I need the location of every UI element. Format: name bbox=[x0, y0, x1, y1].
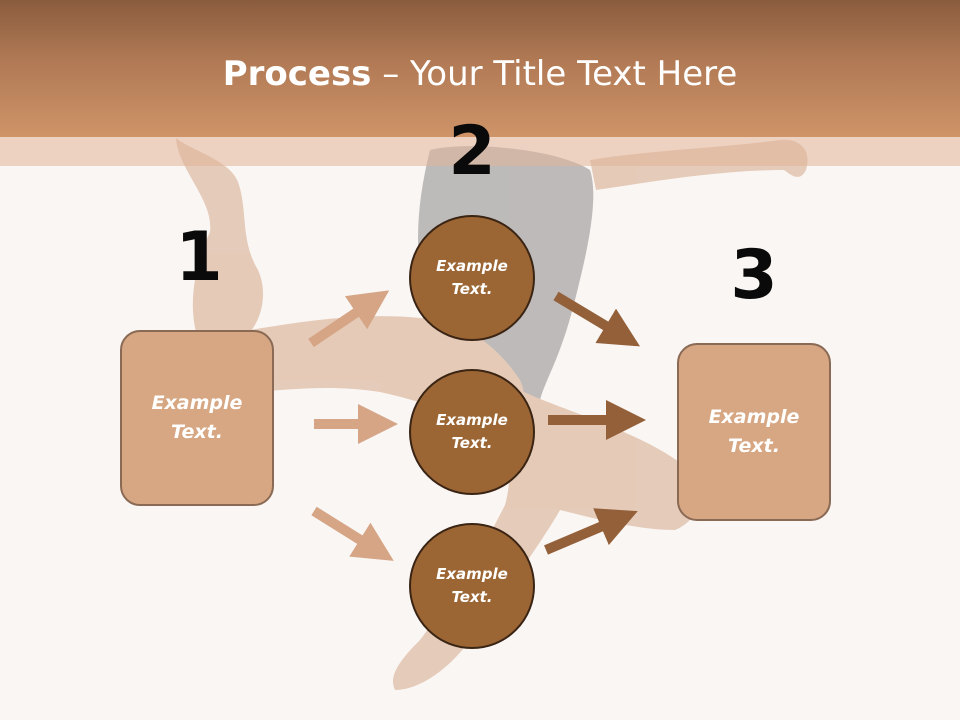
header-band bbox=[0, 0, 960, 137]
step-1-box: Example Text. bbox=[120, 330, 274, 506]
circle-middle-text: Example Text. bbox=[436, 411, 508, 452]
header-strip bbox=[0, 137, 960, 166]
title-rest-part: – Your Title Text Here bbox=[371, 54, 738, 94]
step-2-circle-middle: Example Text. bbox=[409, 369, 535, 495]
step-3-box: Example Text. bbox=[677, 343, 831, 521]
step-number-2: 2 bbox=[448, 112, 496, 191]
arrow-circle3-to-box3 bbox=[544, 508, 638, 555]
slide-title: Process – Your Title Text Here bbox=[0, 52, 960, 96]
circle-bottom-text: Example Text. bbox=[436, 565, 508, 606]
arrow-box1-to-circle1 bbox=[308, 290, 390, 348]
circle-top-text: Example Text. bbox=[436, 257, 508, 298]
arrow-box1-to-circle3 bbox=[311, 506, 394, 561]
step-2-circle-bottom: Example Text. bbox=[409, 523, 535, 649]
title-bold-part: Process bbox=[222, 54, 372, 94]
arrow-circle1-to-box3 bbox=[553, 291, 641, 347]
step-1-box-text: Example Text. bbox=[151, 392, 243, 443]
step-number-3: 3 bbox=[730, 236, 778, 315]
step-2-circle-top: Example Text. bbox=[409, 215, 535, 341]
step-3-box-text: Example Text. bbox=[708, 406, 800, 457]
step-number-1: 1 bbox=[175, 218, 223, 297]
